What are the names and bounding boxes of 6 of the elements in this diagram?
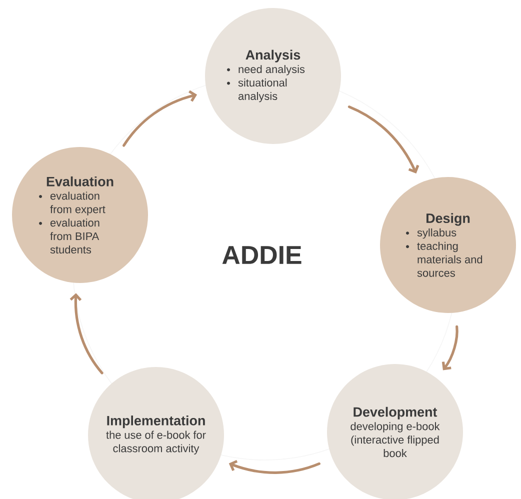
curved-arrow (228, 460, 320, 474)
curved-arrow (348, 106, 420, 174)
curved-arrow (70, 293, 104, 374)
center-title: ADDIE (222, 246, 302, 264)
curved-arrow (122, 90, 198, 147)
curved-arrow (442, 325, 458, 370)
